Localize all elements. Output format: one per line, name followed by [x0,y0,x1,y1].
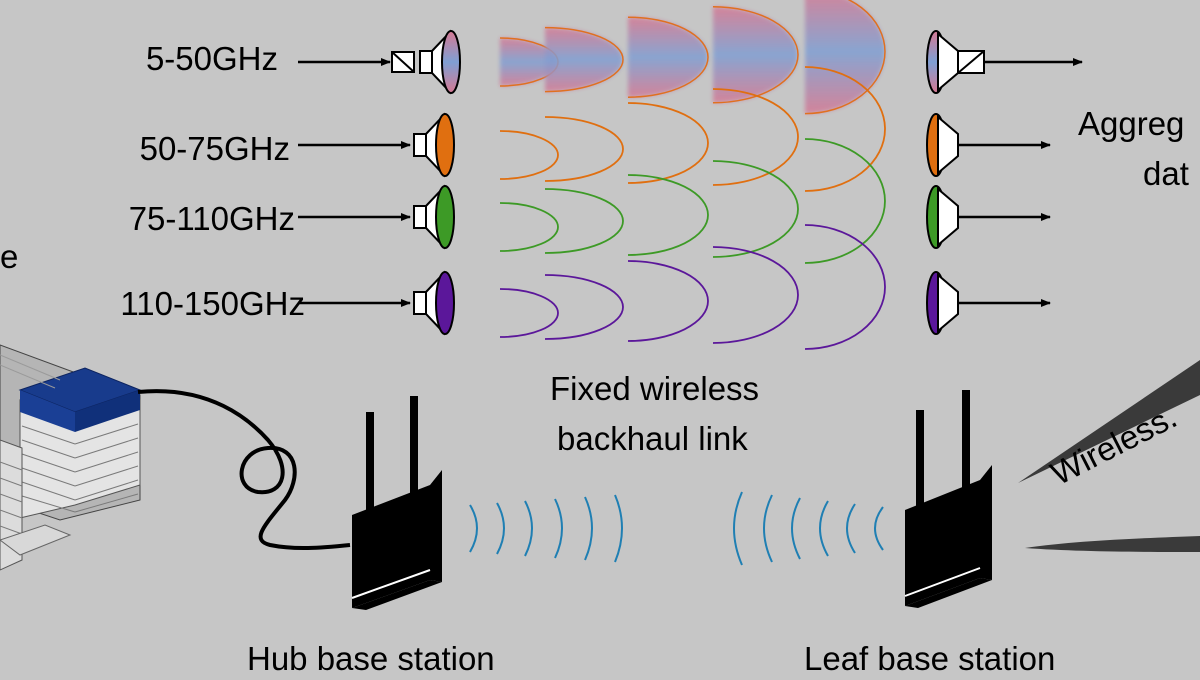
hub-radio-wave-5 [614,494,623,563]
link-caption-line2: backhaul link [557,420,748,457]
beam-arc-1-0 [499,130,559,180]
leaf-label: Leaf base station [804,640,1056,677]
aggregate-label-line2: dat [1143,155,1189,192]
hub-radio-wave-3 [554,498,563,559]
beam-arc-2-2 [627,174,709,256]
hub-radio-wave-0 [469,504,478,553]
beam-fill-0-1 [545,27,623,92]
tx-horn-aperture-3 [435,271,455,335]
hub-radio-wave-1 [496,502,505,555]
beam-arc-0-1 [544,26,624,93]
rx-horn-body-3 [937,272,959,334]
aggregate-label-line1: Aggreg [1078,105,1185,142]
band-row-3 [298,224,1051,350]
band-label-3: 110-150GHz [120,285,305,322]
tx-horn-throat-1 [413,133,427,157]
hub-radio-wave-2 [524,500,533,557]
leaf-radio-wave-0 [733,491,743,566]
tx-horn-aperture-2 [435,185,455,249]
link-caption-line1: Fixed wireless [550,370,760,407]
leaf-radio-wave-4 [846,503,856,554]
tx-horn-throat-3 [413,291,427,315]
rx-horn-body-2 [937,186,959,248]
band-label-1: 50-75GHz [139,130,290,167]
tx-horn-aperture-1 [435,113,455,177]
beam-arc-1-2 [627,102,709,184]
tx-horn-throat-0 [419,50,433,74]
beam-arc-3-1 [544,274,624,340]
left-partial-label: e [0,238,19,275]
rx-horn-body-0 [937,31,959,93]
beam-arc-2-0 [499,202,559,252]
beam-arc-0-3 [712,6,799,104]
hub-radio-wave-4 [584,496,593,561]
leaf-base-station [904,390,992,608]
hub-base-station [351,396,442,610]
rx-horn-body-1 [937,114,959,176]
beam-arc-2-3 [712,160,799,258]
tx-horn-throat-2 [413,205,427,229]
band-row-0 [298,0,1083,115]
leaf-radio-wave-5 [874,506,884,551]
band-row-2 [298,138,1051,264]
band-label-2: 75-110GHz [128,200,295,237]
beam-arc-1-4 [804,66,886,192]
beam-arc-1-1 [544,116,624,182]
beam-arc-2-4 [804,138,886,264]
beam-arc-0-4 [804,0,886,115]
tx-mixer-diagonal-0 [391,51,415,73]
beam-arc-2-1 [544,188,624,254]
band-label-0: 5-50GHz [145,40,278,77]
beam-arc-3-0 [499,288,559,338]
beam-fill-0-2 [628,17,708,98]
beam-arc-3-2 [627,260,709,342]
leaf-radio-wave-2 [791,497,801,560]
beam-arc-3-4 [804,224,886,350]
beam-fill-0-4 [805,0,885,114]
wireless-spikes [1018,360,1200,552]
beam-arc-0-2 [627,16,709,98]
data-center-building [0,344,142,571]
leaf-radio-wave-3 [819,500,829,557]
rx-mixer-diagonal-0 [957,50,985,74]
tx-horn-aperture-0 [441,30,461,94]
beam-arc-3-3 [712,246,799,344]
fiber-cable [137,389,351,551]
beam-fill-0-3 [713,6,798,103]
band-row-1 [298,66,1051,192]
beam-fill-0-0 [500,38,558,86]
hub-label: Hub base station [247,640,495,677]
leaf-radio-wave-1 [763,494,773,563]
beam-arc-1-3 [712,88,799,186]
